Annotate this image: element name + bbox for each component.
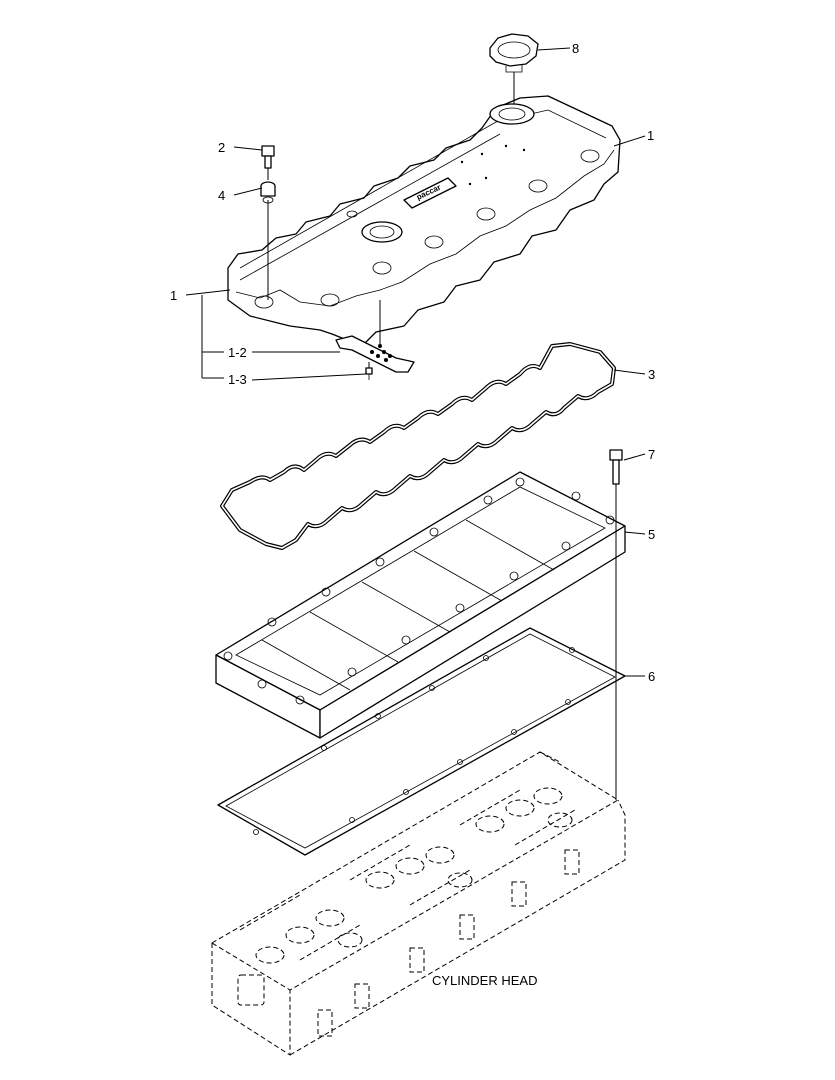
small-screw (365, 367, 373, 380)
baffle-bracket (335, 335, 415, 373)
callout-1-left: 1 (170, 288, 177, 303)
spacer-gasket-bolt-holes (253, 647, 575, 835)
cylinder-head-valve-bosses (239, 787, 576, 964)
spacer-frame-bosses (223, 477, 615, 705)
callout-2: 2 (218, 140, 225, 155)
valve-cover-bolt-pockets (254, 149, 600, 309)
oil-filler-neck (489, 103, 535, 125)
cylinder-head (211, 751, 626, 1056)
frame-bolt (609, 449, 623, 485)
cylinder-head-caption: CYLINDER HEAD (432, 973, 537, 988)
callout-3: 3 (648, 367, 655, 382)
cylinder-head-ports (237, 849, 580, 1037)
bracket-rivets (370, 344, 392, 362)
valve-cover: paccar (227, 95, 621, 347)
callout-labels: 8 1 2 4 1 1-2 1-3 3 7 5 6 (170, 41, 655, 684)
alignment-lines (267, 72, 617, 800)
cover-bolt (261, 145, 275, 169)
leader-lines (185, 47, 646, 677)
valve-cover-dots (460, 144, 526, 186)
spacer-frame-ribs (261, 519, 555, 691)
callout-7: 7 (648, 447, 655, 462)
callout-8: 8 (572, 41, 579, 56)
callout-1-top: 1 (647, 128, 654, 143)
isolator-grommet (260, 181, 276, 204)
callout-4: 4 (218, 188, 225, 203)
callout-5: 5 (648, 527, 655, 542)
spacer-frame (215, 471, 626, 739)
callout-6: 6 (648, 669, 655, 684)
breather-port (361, 221, 403, 243)
oil-filler-cap (489, 33, 539, 73)
callout-1-2: 1-2 (228, 345, 247, 360)
valve-cover-gasket (220, 342, 616, 550)
callout-1-3: 1-3 (228, 372, 247, 387)
